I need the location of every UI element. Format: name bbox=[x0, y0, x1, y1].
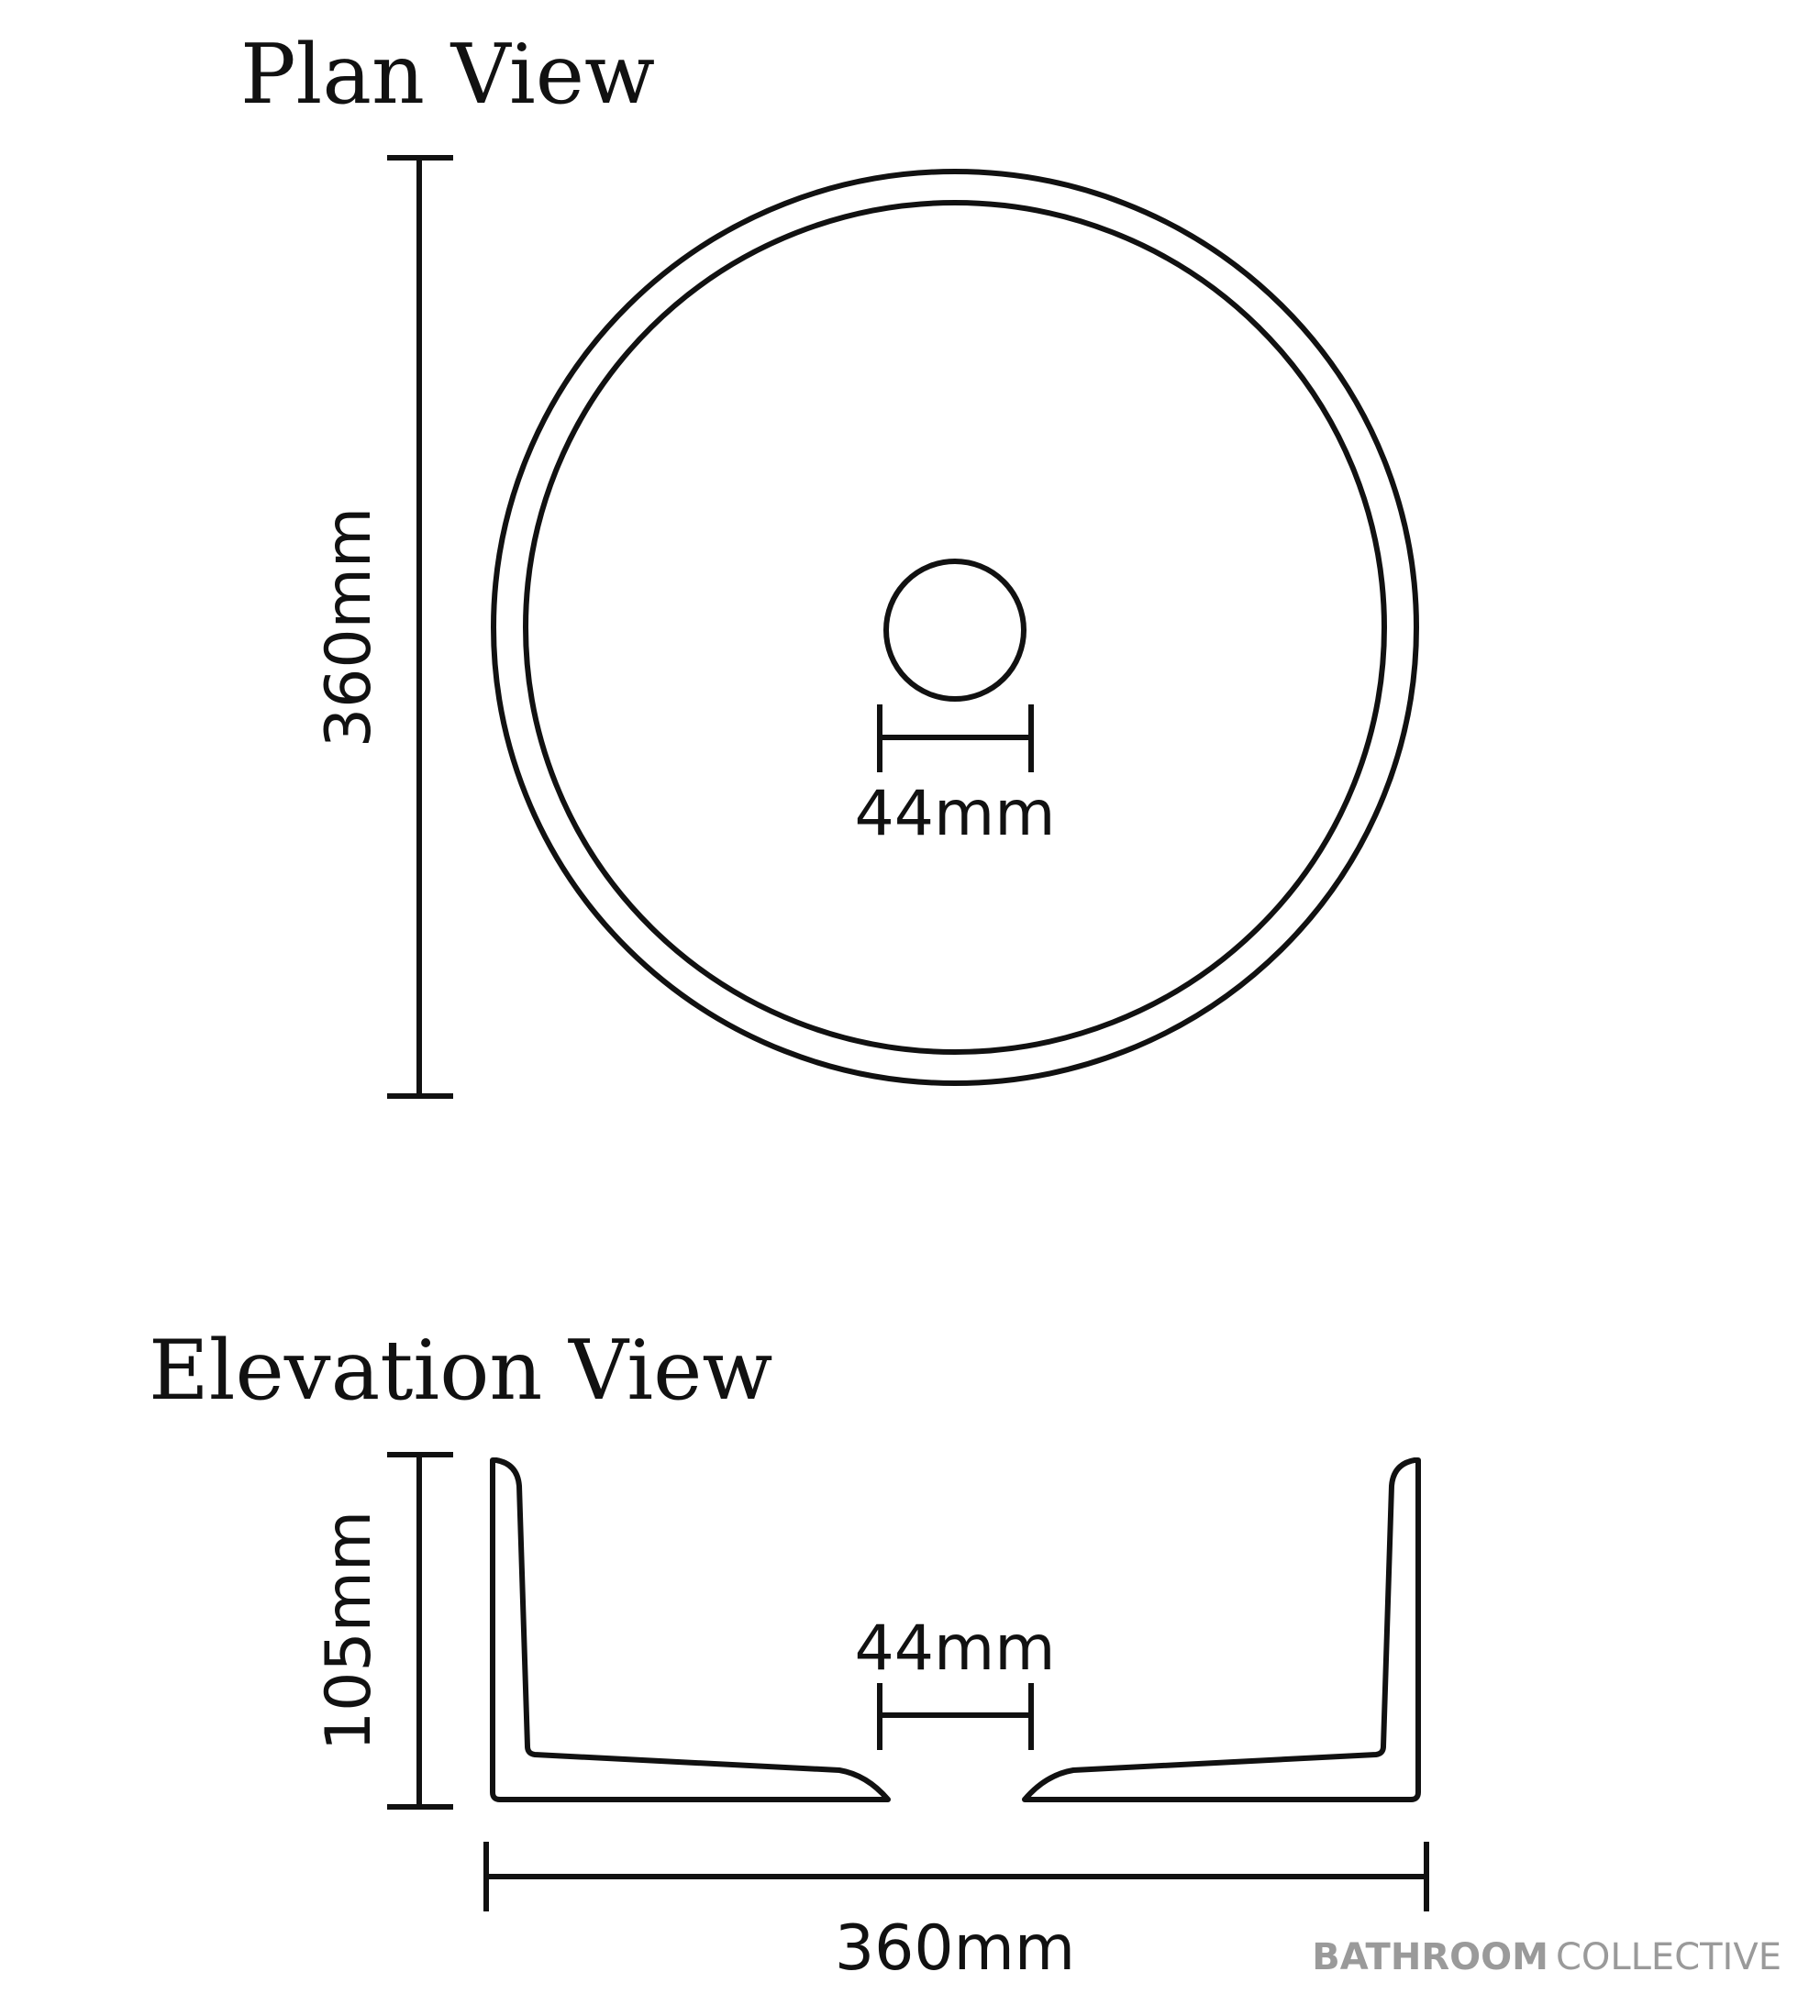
basin-section-right bbox=[1022, 1457, 1421, 1802]
elevation-height-dimension: 105mm bbox=[313, 1452, 453, 1810]
elevation-width-label: 360mm bbox=[835, 1912, 1075, 1985]
plan-waste-label: 44mm bbox=[854, 778, 1055, 850]
plan-waste-dimension: 44mm bbox=[854, 704, 1056, 850]
brand-logo-bold: BATHROOM bbox=[1312, 1936, 1548, 1978]
elevation-width-dimension: 360mm bbox=[483, 1842, 1429, 1985]
brand-logo-light: COLLECTIVE bbox=[1556, 1936, 1781, 1978]
basin-inner-rim bbox=[523, 200, 1387, 1055]
basin-outer-rim bbox=[491, 169, 1419, 1086]
plan-height-label: 360mm bbox=[313, 507, 385, 748]
plan-height-dimension: 360mm bbox=[313, 155, 453, 1099]
elevation-height-label: 105mm bbox=[313, 1511, 385, 1751]
plan-view-title: Plan View bbox=[240, 27, 655, 123]
elevation-waste-label: 44mm bbox=[854, 1612, 1055, 1685]
elevation-view-title: Elevation View bbox=[149, 1323, 772, 1419]
waste-outlet-circle bbox=[883, 559, 1027, 702]
basin-section-left bbox=[490, 1457, 891, 1802]
elevation-waste-dimension: 44mm bbox=[854, 1612, 1056, 1750]
